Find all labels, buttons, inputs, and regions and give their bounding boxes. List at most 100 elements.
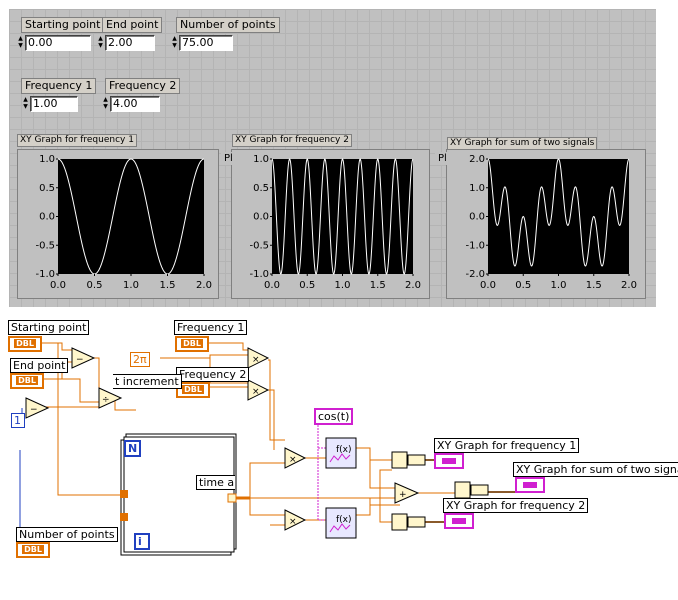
bd-formula-string[interactable]: cos(t) bbox=[314, 408, 354, 425]
bd-out2-terminal[interactable] bbox=[444, 513, 474, 529]
y-tick-label: 2.0 bbox=[469, 154, 485, 165]
multiply-node-1 bbox=[247, 347, 270, 369]
svg-text:×: × bbox=[252, 355, 260, 365]
build-node-1 bbox=[407, 454, 426, 466]
x-tick-label: 0.0 bbox=[264, 280, 280, 291]
spin-arrows-icon[interactable]: ▲▼ bbox=[23, 96, 28, 110]
y-tick-labels: 2.0 1.0 0.0 -1.0 -2.0 bbox=[465, 154, 488, 280]
y-tick-label: -1.0 bbox=[465, 240, 485, 251]
y-tick-label: -0.5 bbox=[35, 240, 55, 251]
x-tick-label: 2.0 bbox=[621, 280, 637, 291]
bd-time-array-label: time arr bbox=[196, 475, 235, 490]
bundle-node-1 bbox=[391, 451, 408, 469]
y-tick-label: 1.0 bbox=[253, 154, 269, 165]
bd-loop-index: i bbox=[134, 533, 150, 550]
frequency1-field[interactable]: 1.00 bbox=[30, 96, 78, 112]
x-tick-label: 1.5 bbox=[370, 280, 386, 291]
xy-graph-frequency1[interactable]: 1.0 0.5 0.0 -0.5 -1.0 0.0 0.5 1.0 1.5 2.0 bbox=[0, 0, 678, 310]
spin-arrows-icon[interactable]: ▲▼ bbox=[18, 35, 23, 49]
bd-end-point-label: End point bbox=[10, 358, 69, 373]
formula-node-2-box bbox=[325, 507, 357, 539]
x-tick-label: 0.5 bbox=[87, 280, 103, 291]
bd-out1-terminal[interactable] bbox=[434, 453, 464, 469]
x-tick-label: 1.5 bbox=[586, 280, 602, 291]
x-tick-label: 0.5 bbox=[299, 280, 315, 291]
bd-out-sum-terminal[interactable] bbox=[515, 477, 545, 493]
plot-legend-2[interactable]: Pl bbox=[435, 152, 450, 165]
svg-text:×: × bbox=[252, 387, 260, 397]
subtract-node-1 bbox=[71, 347, 96, 369]
bd-frequency2-terminal[interactable]: DBL bbox=[176, 382, 210, 398]
bd-out2-label: XY Graph for frequency 2 bbox=[443, 498, 589, 513]
bd-loop-count[interactable]: N bbox=[124, 440, 141, 457]
starting-point-field[interactable]: 0.00 bbox=[25, 35, 91, 51]
bd-starting-point-terminal[interactable]: DBL bbox=[8, 336, 42, 352]
y-tick-label: -2.0 bbox=[465, 269, 485, 280]
graph2-title: XY Graph for frequency 2 bbox=[232, 134, 352, 147]
xy-graph-icon bbox=[442, 458, 456, 464]
bd-frequency1-label: Frequency 1 bbox=[174, 320, 248, 335]
y-tick-labels: 1.00.50.0-0.5-1.0 bbox=[249, 154, 272, 280]
plot-legend-1[interactable]: Pl bbox=[221, 152, 236, 165]
series-line bbox=[271, 158, 414, 275]
svg-text:÷: ÷ bbox=[102, 395, 110, 405]
bd-out-sum-label: XY Graph for sum of two signals bbox=[513, 462, 678, 477]
plot-area bbox=[58, 159, 204, 274]
y-tick-label: 0.0 bbox=[469, 212, 485, 223]
svg-text:+: + bbox=[399, 490, 407, 500]
frequency1-label: Frequency 1 bbox=[21, 78, 97, 94]
subtract-node-2 bbox=[25, 397, 50, 419]
bd-increment-label: t increment bbox=[113, 374, 182, 389]
build-node-3 bbox=[407, 516, 426, 528]
multiply-node-4 bbox=[284, 509, 307, 531]
divide-node bbox=[98, 387, 123, 409]
frequency2-label: Frequency 2 bbox=[105, 78, 181, 94]
frequency2-field[interactable]: 4.00 bbox=[110, 96, 160, 112]
spin-arrows-icon[interactable]: ▲▼ bbox=[172, 35, 177, 49]
svg-text:×: × bbox=[289, 517, 297, 527]
formula-node-2: f(x) bbox=[336, 515, 352, 525]
bd-frequency1-terminal[interactable]: DBL bbox=[175, 336, 209, 352]
y-tick-label: 0.0 bbox=[39, 212, 55, 223]
xy-graph-frequency2[interactable]: 1.0 0.5 0.0 -0.5 -1.0 0.0 0.5 1.0 1.5 2.0 bbox=[0, 0, 678, 310]
end-point-label: End point bbox=[102, 17, 163, 33]
bd-two-pi-constant[interactable]: 2π bbox=[130, 352, 150, 367]
y-tick-label: 1.0 bbox=[39, 154, 55, 165]
bd-number-of-points-label: Number of points bbox=[16, 527, 118, 542]
spin-arrows-icon[interactable]: ▲▼ bbox=[98, 35, 103, 49]
add-node-2 bbox=[394, 482, 420, 504]
y-tick-label: 0.5 bbox=[39, 183, 55, 194]
spin-arrows-icon[interactable]: ▲▼ bbox=[103, 96, 108, 110]
plot-area bbox=[488, 159, 629, 274]
y-tick-label: -1.0 bbox=[35, 269, 55, 280]
xy-graph-icon bbox=[523, 482, 537, 488]
y-tick-labels: 1.0 0.5 0.0 -0.5 -1.0 bbox=[35, 154, 58, 280]
bundle-node-2 bbox=[454, 481, 471, 499]
svg-text:−: − bbox=[76, 355, 84, 365]
svg-text:−: − bbox=[30, 405, 38, 415]
formula-node-1: f(x) bbox=[336, 445, 352, 455]
block-diagram-wires: −−÷ ××× ×+× + f(x) f(x) bbox=[19, 342, 515, 556]
series-line bbox=[487, 158, 630, 267]
end-point-field[interactable]: 2.00 bbox=[105, 35, 155, 51]
bd-number-of-points-terminal[interactable]: DBL bbox=[16, 542, 50, 558]
x-tick-label: 1.0 bbox=[123, 280, 139, 291]
for-loop bbox=[120, 433, 237, 556]
plot-area bbox=[272, 159, 413, 274]
starting-point-label: Starting point bbox=[21, 17, 105, 33]
y-tick-label: 0.5 bbox=[253, 183, 269, 194]
y-tick-label: -1.0 bbox=[249, 269, 269, 280]
y-tick-label: 1.0 bbox=[469, 183, 485, 194]
number-of-points-field[interactable]: 75.00 bbox=[179, 35, 233, 51]
bd-frequency2-label: Frequency 2 bbox=[176, 367, 250, 382]
formula-node-1-box bbox=[325, 437, 357, 469]
x-tick-label: 0.0 bbox=[480, 280, 496, 291]
bd-end-point-terminal[interactable]: DBL bbox=[10, 373, 44, 389]
build-node-2 bbox=[470, 484, 489, 496]
svg-text:×: × bbox=[289, 455, 297, 465]
bd-constant-one[interactable]: 1 bbox=[11, 413, 25, 428]
bundle-node-3 bbox=[391, 513, 408, 531]
